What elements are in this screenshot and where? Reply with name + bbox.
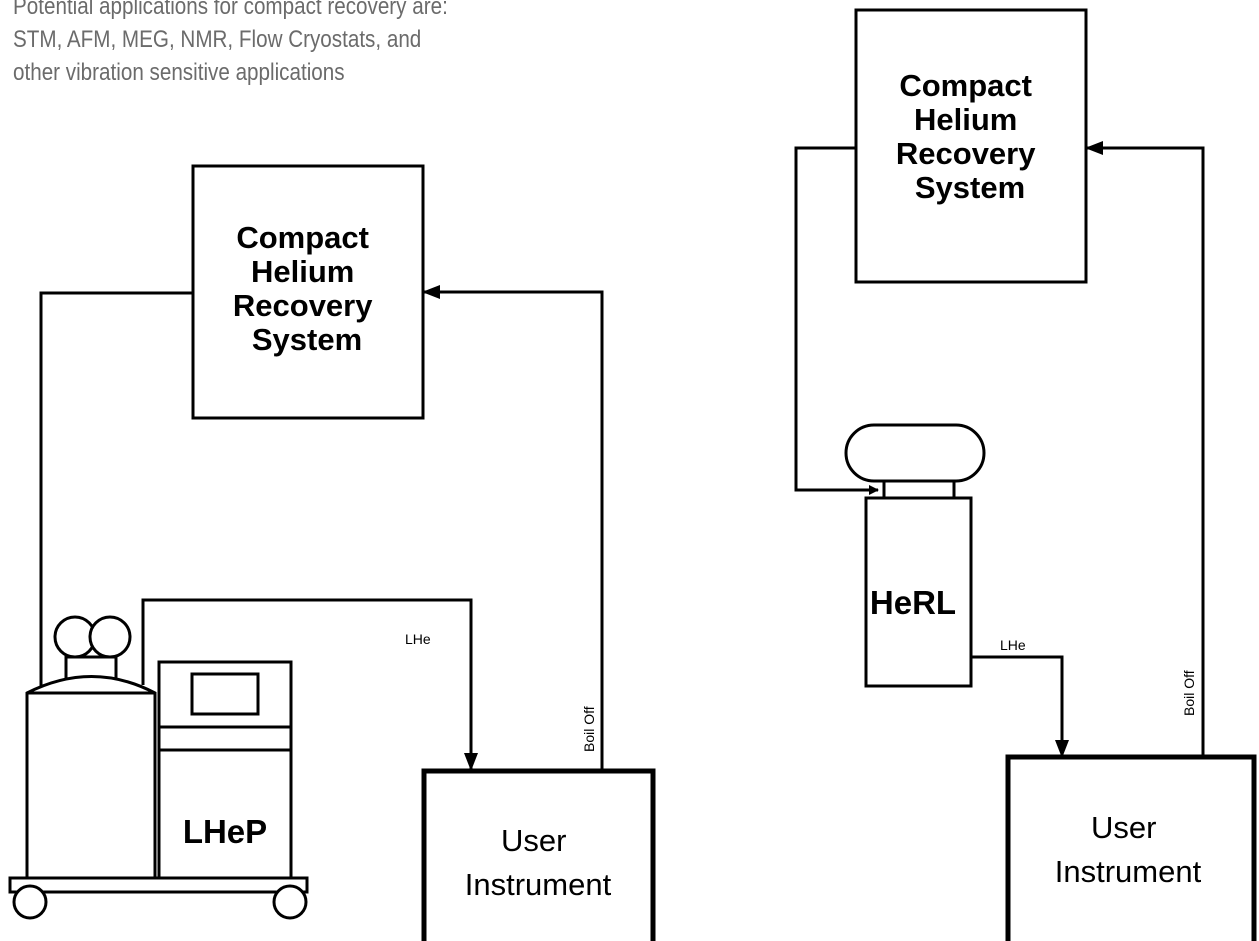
right-recovery-label: Compact Helium Recovery System (896, 68, 1044, 205)
left-user-instrument (421, 768, 656, 941)
left-system: Compact Helium Recovery System Boil Off … (8, 164, 656, 941)
left-recovery-label: Compact Helium Recovery System (233, 220, 381, 357)
left-cart (8, 876, 309, 894)
right-recovery-box (854, 8, 1088, 284)
intro-text: Potential applications for compact recov… (13, 0, 529, 89)
left-lhe-label: LHe (405, 631, 431, 647)
right-return-line (794, 146, 879, 495)
right-lhe-line (971, 655, 1069, 758)
right-herl-head (844, 423, 986, 483)
right-instrument-label: User Instrument (1055, 810, 1202, 889)
left-dewar-valve-2 (88, 615, 132, 659)
left-instrument-label: User Instrument (465, 823, 612, 902)
left-boiloff-label: Boil Off (581, 706, 597, 752)
right-system: Compact Helium Recovery System Boil Off … (794, 8, 1257, 941)
left-liquefier-screen (190, 672, 260, 716)
left-dewar-body (25, 675, 157, 880)
right-boiloff-label: Boil Off (1181, 670, 1197, 716)
right-herl-neck (882, 479, 956, 500)
left-boiloff-line (422, 285, 604, 770)
left-cart-wheel-1 (12, 884, 48, 920)
left-lhe-line (141, 598, 478, 771)
right-user-instrument (1005, 754, 1257, 941)
intro-line-1: Potential applications for compact recov… (13, 0, 448, 20)
intro-line-3: other vibration sensitive applications (13, 59, 345, 86)
right-lhe-label: LHe (1000, 637, 1026, 653)
left-liquefier-label: LHeP (183, 813, 267, 850)
intro-line-2: STM, AFM, MEG, NMR, Flow Cryostats, and (13, 26, 422, 53)
right-herl-label: HeRL (870, 584, 956, 621)
right-herl-body (864, 496, 973, 688)
right-boiloff-line (1085, 141, 1205, 757)
left-cart-wheel-2 (272, 884, 308, 920)
